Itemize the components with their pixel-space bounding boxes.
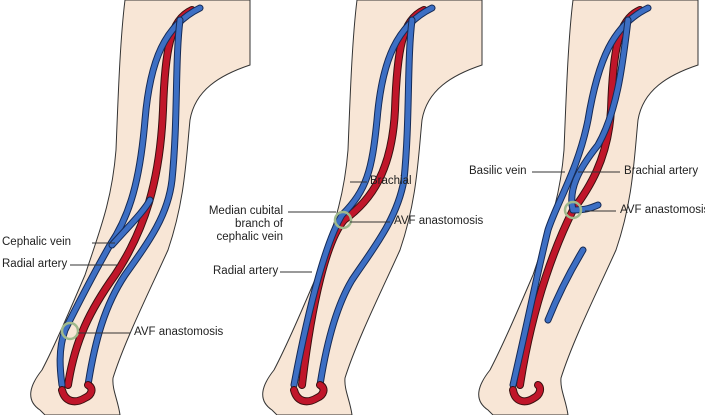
avf-anastomosis-ring [60, 321, 80, 341]
arm-brachiocephalic [262, 0, 483, 415]
label-avf-anastomosis-3: AVF anastomosis [620, 204, 705, 216]
label-basilic-vein: Basilic vein [469, 165, 527, 177]
label-brachial: Brachial [370, 175, 412, 187]
arm-brachiobasilic [478, 0, 699, 415]
arm-radiocephalic [30, 0, 251, 415]
label-line: branch of [235, 218, 283, 230]
label-radial-artery-2: Radial artery [213, 265, 279, 277]
label-cephalic-vein: Cephalic vein [2, 236, 72, 248]
label-median-cubital: Median cubital branch of cephalic vein [200, 205, 283, 244]
label-avf-anastomosis-1: AVF anastomosis [134, 326, 224, 338]
label-radial-artery-1: Radial artery [2, 258, 68, 270]
label-line: Median cubital [208, 205, 283, 217]
label-brachial-artery: Brachial artery [624, 165, 699, 177]
label-avf-anastomosis-2: AVF anastomosis [394, 215, 484, 227]
label-line: cephalic vein [216, 231, 283, 243]
